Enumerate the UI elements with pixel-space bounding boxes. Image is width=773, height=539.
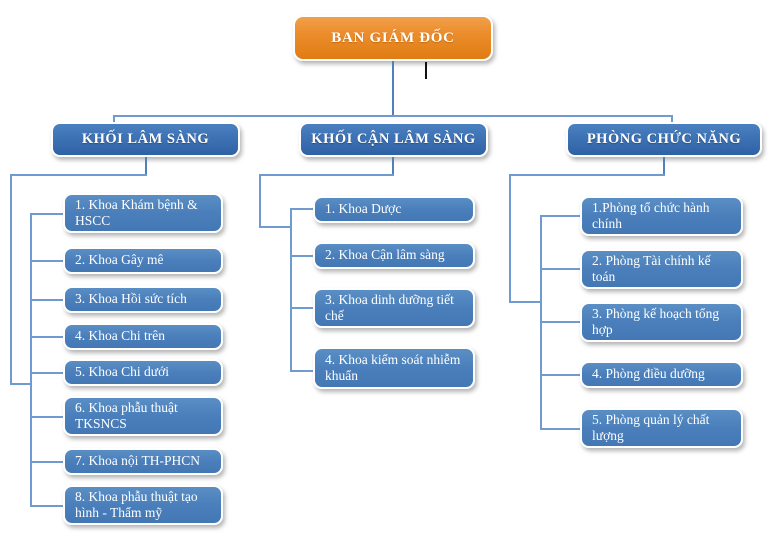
b1-connector-outer-spine bbox=[10, 174, 12, 384]
leaf-node[interactable]: 1.Phòng tổ chức hành chính bbox=[580, 196, 743, 236]
leaf-node-label: 4. Phòng điều dưỡng bbox=[592, 366, 705, 382]
text-cursor-caret bbox=[425, 62, 427, 79]
b1-stub-3 bbox=[30, 299, 63, 301]
b3-stub-3 bbox=[540, 321, 580, 323]
leaf-node-label: 5. Khoa Chi dưới bbox=[75, 364, 169, 380]
leaf-node-label: 4. Khoa Chi trên bbox=[75, 328, 165, 344]
b2-stub-3 bbox=[290, 307, 313, 309]
group-node-label: KHỐI LÂM SÀNG bbox=[81, 131, 210, 147]
leaf-node-label: 8. Khoa phẫu thuật tạo hình - Thẩm mỹ bbox=[75, 488, 198, 520]
group-node-phong-chuc-nang[interactable]: PHÒNG CHỨC NĂNG bbox=[566, 122, 762, 157]
leaf-node-label: 7. Khoa nội TH-PHCN bbox=[75, 453, 201, 469]
leaf-node[interactable]: 5. Phòng quản lý chất lượng bbox=[580, 408, 743, 448]
b2-stub-4 bbox=[290, 370, 313, 372]
b2-connector-group-stem bbox=[392, 157, 394, 175]
connector-root-stem bbox=[392, 61, 394, 117]
b2-connector-outer-spine bbox=[259, 174, 261, 227]
leaf-node[interactable]: 6. Khoa phẫu thuật TKSNCS bbox=[63, 396, 223, 436]
leaf-node[interactable]: 1. Khoa Khám bệnh & HSCC bbox=[63, 193, 223, 233]
leaf-node-label: 3. Khoa dinh dưỡng tiết chế bbox=[325, 291, 454, 323]
b2-stub-1 bbox=[290, 208, 313, 210]
leaf-node[interactable]: 2. Khoa Cận lâm sàng bbox=[313, 242, 475, 269]
root-node-label: BAN GIÁM ĐỐC bbox=[331, 29, 455, 46]
leaf-node[interactable]: 4. Khoa kiểm soát nhiễm khuẩn bbox=[313, 347, 475, 389]
b3-stub-5 bbox=[540, 428, 580, 430]
b3-connector-group-stem bbox=[663, 157, 665, 175]
b1-stub-7 bbox=[30, 461, 63, 463]
group-node-khoi-lam-sang[interactable]: KHỐI LÂM SÀNG bbox=[51, 122, 240, 157]
leaf-node-label: 3. Khoa Hồi sức tích bbox=[75, 291, 187, 307]
b3-stub-4 bbox=[540, 374, 580, 376]
b1-stub-5 bbox=[30, 372, 63, 374]
leaf-node[interactable]: 5. Khoa Chi dưới bbox=[63, 359, 223, 386]
b1-connector-outer-bottom bbox=[10, 383, 32, 385]
b1-stub-8 bbox=[30, 505, 63, 507]
b2-connector-outer-bottom bbox=[259, 226, 292, 228]
leaf-node-label: 2. Phòng Tài chính kế toán bbox=[592, 252, 711, 284]
leaf-node-label: 4. Khoa kiểm soát nhiễm khuẩn bbox=[325, 351, 461, 383]
leaf-node-label: 6. Khoa phẫu thuật TKSNCS bbox=[75, 399, 178, 431]
b1-connector-inner-spine bbox=[30, 213, 32, 506]
leaf-node[interactable]: 8. Khoa phẫu thuật tạo hình - Thẩm mỹ bbox=[63, 485, 223, 525]
leaf-node-label: 5. Phòng quản lý chất lượng bbox=[592, 411, 710, 443]
b1-connector-outer-top bbox=[10, 174, 147, 176]
b3-stub-1 bbox=[540, 215, 580, 217]
leaf-node[interactable]: 2. Phòng Tài chính kế toán bbox=[580, 249, 743, 289]
leaf-node[interactable]: 1. Khoa Dược bbox=[313, 196, 475, 223]
b3-connector-outer-top bbox=[509, 174, 665, 176]
b3-stub-2 bbox=[540, 268, 580, 270]
b1-stub-1 bbox=[30, 213, 63, 215]
b1-stub-2 bbox=[30, 260, 63, 262]
b2-connector-outer-top bbox=[259, 174, 394, 176]
leaf-node-label: 1. Khoa Dược bbox=[325, 201, 402, 217]
b3-connector-outer-spine bbox=[509, 174, 511, 302]
leaf-node[interactable]: 3. Khoa dinh dưỡng tiết chế bbox=[313, 288, 475, 328]
leaf-node[interactable]: 3. Khoa Hồi sức tích bbox=[63, 286, 223, 313]
b1-connector-group-stem bbox=[145, 157, 147, 175]
leaf-node[interactable]: 4. Phòng điều dưỡng bbox=[580, 361, 743, 388]
leaf-node[interactable]: 2. Khoa Gây mê bbox=[63, 247, 223, 274]
leaf-node-label: 3. Phòng kế hoạch tổng hợp bbox=[592, 305, 720, 337]
b3-connector-outer-bottom bbox=[509, 301, 542, 303]
b1-stub-4 bbox=[30, 336, 63, 338]
root-node-ban-giam-doc[interactable]: BAN GIÁM ĐỐC bbox=[293, 15, 493, 61]
group-node-label: KHỐI CẬN LÂM SÀNG bbox=[311, 131, 476, 147]
connector-root-bus bbox=[113, 115, 673, 117]
b2-connector-inner-spine bbox=[290, 208, 292, 371]
b1-stub-6 bbox=[30, 416, 63, 418]
leaf-node-label: 1. Khoa Khám bệnh & HSCC bbox=[75, 196, 198, 228]
group-node-label: PHÒNG CHỨC NĂNG bbox=[586, 131, 742, 147]
leaf-node-label: 2. Khoa Cận lâm sàng bbox=[325, 247, 445, 263]
leaf-node-label: 2. Khoa Gây mê bbox=[75, 252, 164, 268]
leaf-node-label: 1.Phòng tổ chức hành chính bbox=[592, 199, 710, 231]
leaf-node[interactable]: 3. Phòng kế hoạch tổng hợp bbox=[580, 302, 743, 342]
leaf-node[interactable]: 4. Khoa Chi trên bbox=[63, 323, 223, 350]
leaf-node[interactable]: 7. Khoa nội TH-PHCN bbox=[63, 448, 223, 475]
b2-stub-2 bbox=[290, 255, 313, 257]
group-node-khoi-can-lam-sang[interactable]: KHỐI CẬN LÂM SÀNG bbox=[299, 122, 488, 157]
